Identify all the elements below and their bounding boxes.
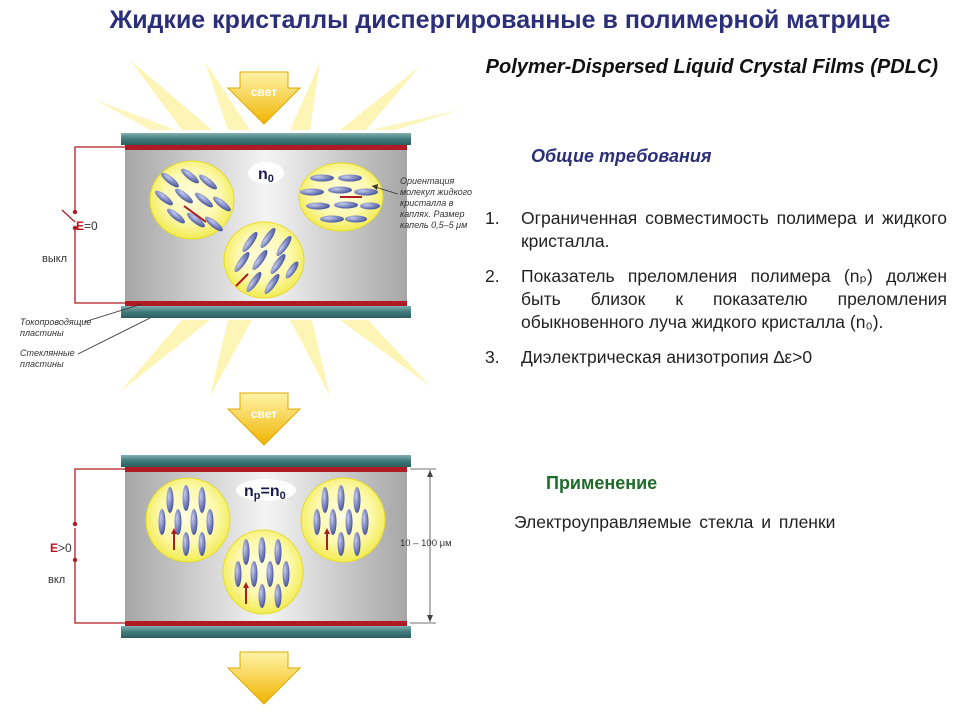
dimension-arrow (427, 470, 433, 477)
requirement-text: Ограниченная совместимость полимера и жи… (521, 208, 947, 251)
light-label: свет (251, 85, 277, 99)
circuit-bottom (74, 468, 125, 624)
circuit-top (61, 146, 125, 304)
page-title: Жидкие кристаллы диспергированные в поли… (109, 6, 891, 34)
light-arrow-top: свет (226, 71, 302, 125)
svg-text:Токопроводящие пластины: Токопроводящие пластины (20, 317, 94, 338)
requirement-text: Диэлектрическая анизотропия ∆ε>0 (521, 347, 813, 367)
scattered-light-rays (96, 60, 460, 396)
field-label-top: E=0 (76, 219, 98, 233)
lc-droplet (222, 529, 304, 615)
glass-plate-top (121, 133, 411, 145)
requirement-number: 3. (485, 347, 500, 367)
electrode-bottom (125, 301, 407, 306)
requirements-heading: Общие требования (531, 146, 712, 166)
glass-plate-top (121, 455, 411, 467)
electrode-top (125, 467, 407, 472)
requirement-item: 1. Ограниченная совместимость полимера и… (485, 207, 947, 253)
electrode-top (125, 145, 407, 150)
requirement-number: 1. (485, 208, 500, 228)
switch-contact (72, 557, 78, 563)
glass-plate-bottom (121, 626, 411, 638)
refractive-index-label: np=n0 (236, 479, 296, 502)
lc-droplet (298, 162, 384, 232)
electrode-bottom (125, 621, 407, 626)
requirement-text: Показатель преломления полимера (nₚ) дол… (521, 266, 947, 332)
requirement-item: 3. Диэлектрическая анизотропия ∆ε>0 (485, 346, 947, 369)
light-label: свет (251, 407, 277, 421)
requirement-number: 2. (485, 266, 500, 286)
pdlc-diagram: свет (20, 60, 475, 705)
light-arrow-middle: свет (226, 392, 302, 446)
glass-annotation: Стеклянные пластины (20, 317, 151, 369)
page-subtitle: Polymer-Dispersed Liquid Crystal Films (… (485, 56, 938, 78)
svg-text:np=n0: np=n0 (244, 483, 286, 502)
thickness-label: 10 – 100 μм (400, 538, 452, 549)
glass-plate-bottom (121, 306, 411, 318)
requirements-list: 1. Ограниченная совместимость полимера и… (485, 207, 947, 381)
svg-text:n0: n0 (258, 166, 274, 185)
application-heading: Применение (546, 473, 658, 493)
svg-text:Стеклянные пластины: Стеклянные пластины (20, 348, 77, 369)
lc-droplet (145, 477, 231, 563)
dimension-arrow (427, 615, 433, 622)
refractive-index-label: n0 (248, 162, 284, 185)
index-sub: 0 (268, 173, 274, 185)
index-n: n (258, 166, 268, 183)
lc-droplet (149, 160, 235, 240)
svg-text:Ориентация молекул жидко: Ориентация молекул жидкого кристалла в к… (400, 176, 475, 230)
switch-contact (72, 225, 78, 231)
lc-droplet (223, 221, 305, 299)
lc-droplet (300, 477, 386, 563)
switch-contact (72, 209, 78, 215)
requirement-item: 2. Показатель преломления полимера (nₚ) … (485, 265, 947, 334)
field-label-bottom: E>0 (50, 541, 72, 555)
switch-contact (72, 521, 78, 527)
light-arrow-bottom (226, 651, 302, 705)
application-text: Электроуправляемые стекла и пленки (514, 512, 836, 532)
switch-state-on: вкл (48, 574, 65, 586)
thickness-dimension (410, 468, 436, 624)
droplet-annotation: Ориентация молекул жидкого кристалла в к… (371, 176, 475, 230)
switch-state-off: выкл (42, 253, 67, 265)
electrode-annotation: Токопроводящие пластины (20, 303, 143, 338)
